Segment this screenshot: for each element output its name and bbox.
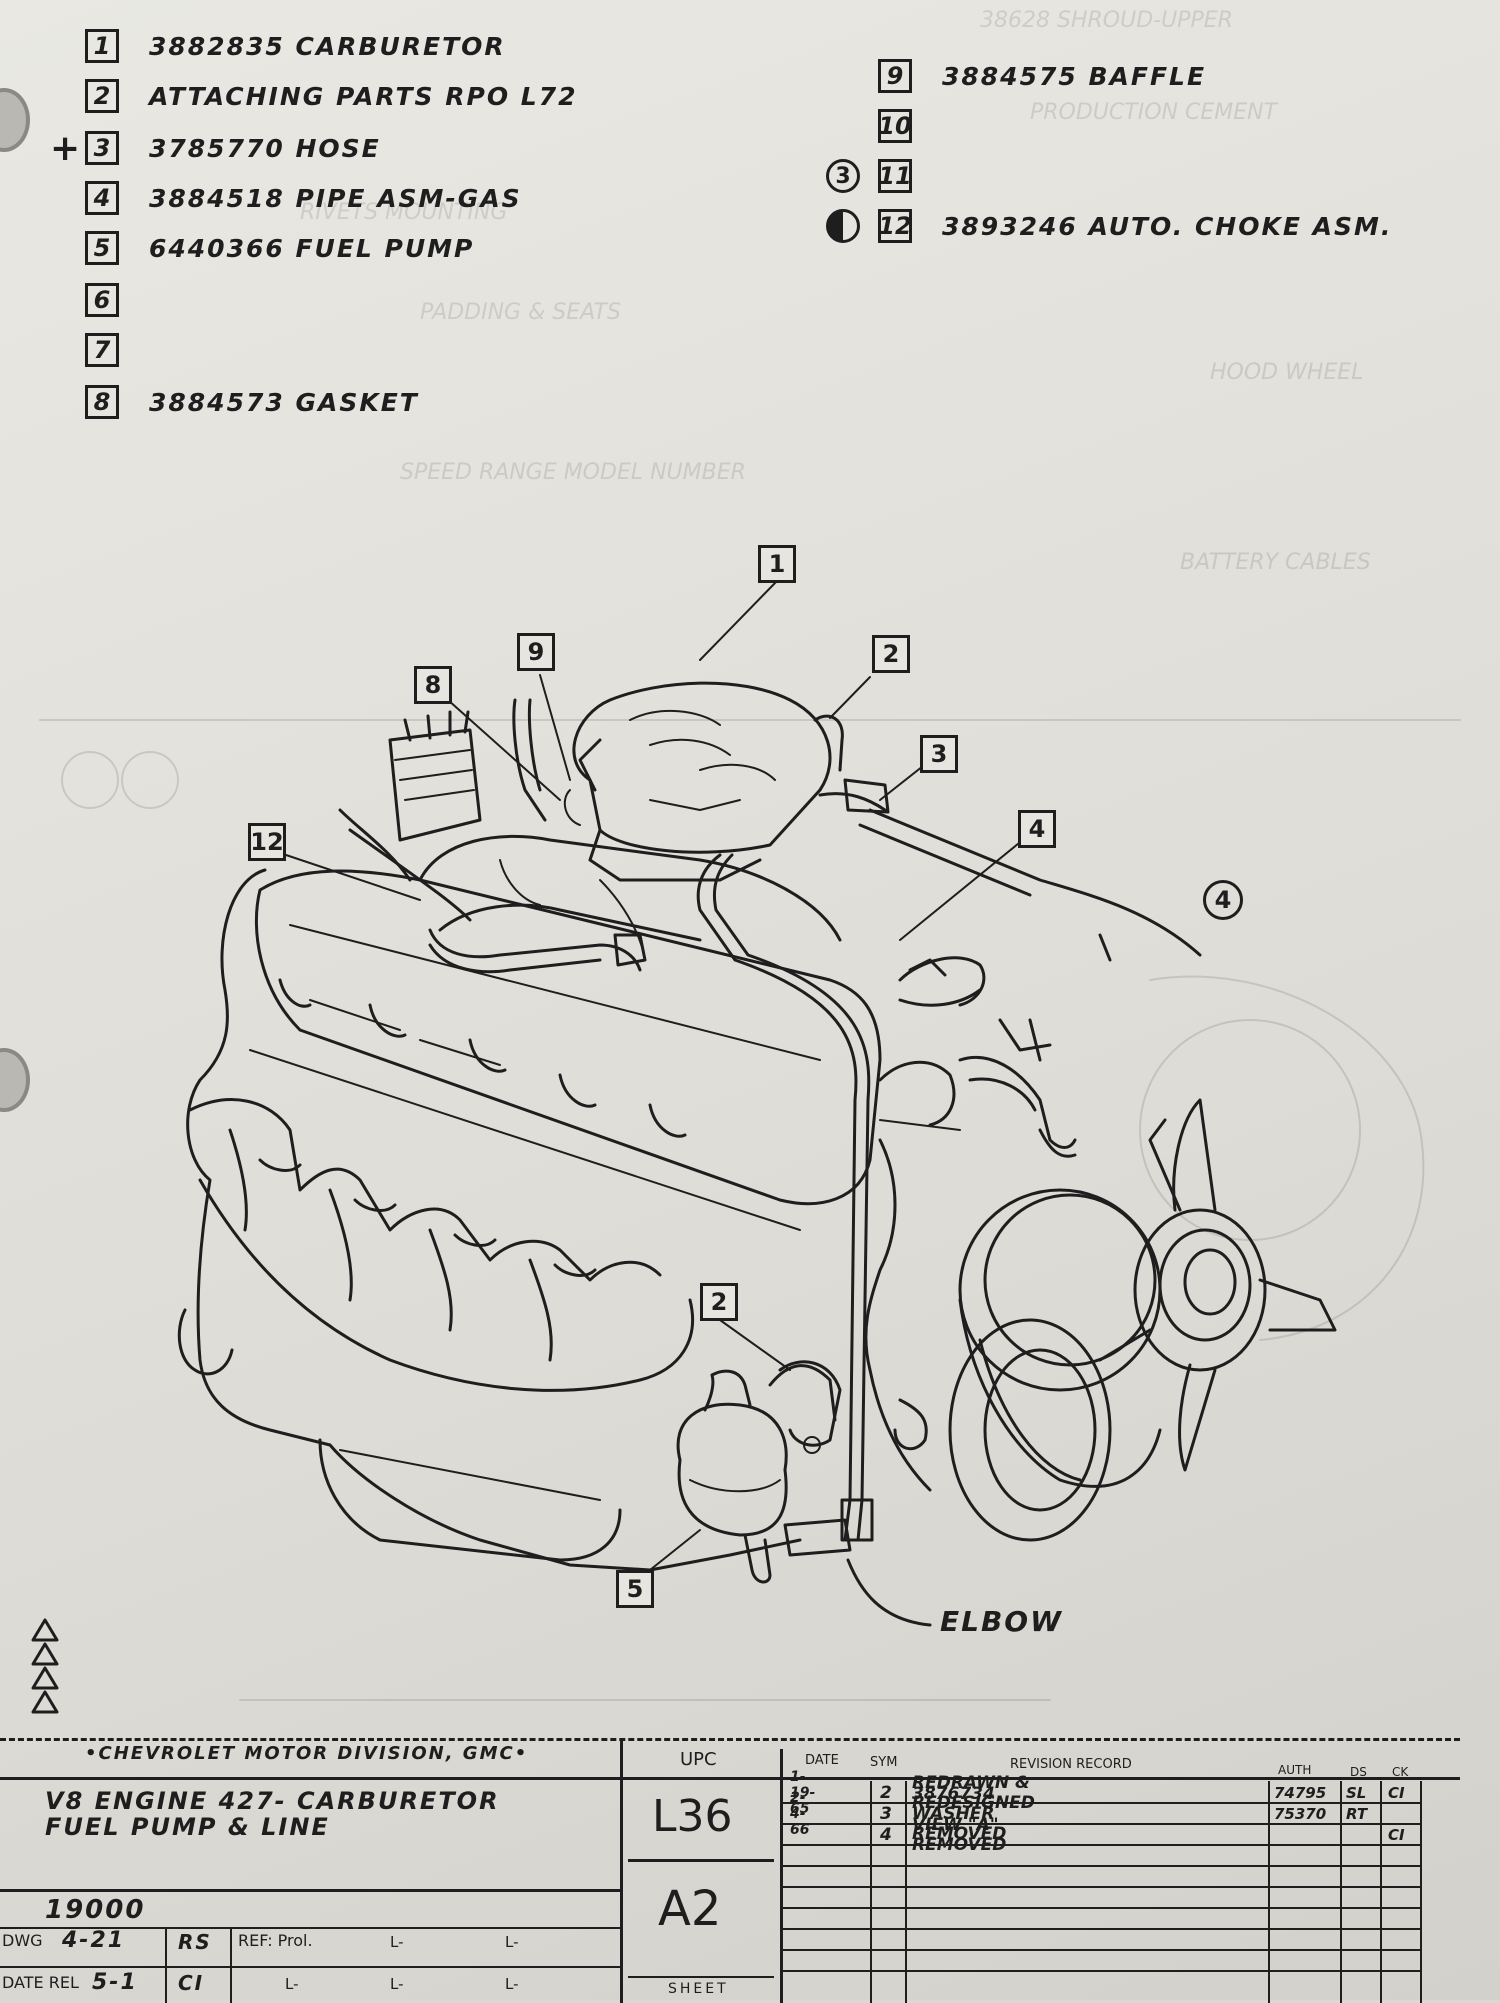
part-number-box: 4 <box>85 181 119 215</box>
rev-auth: 74795 <box>1274 1783 1327 1802</box>
rev-sym: 4 <box>880 1824 892 1845</box>
part-item-4: 4 3884518 PIPE ASM-GAS <box>85 176 522 220</box>
part-number-box: 5 <box>85 231 119 265</box>
upc-value: L36 <box>652 1791 733 1842</box>
ref-slot: L- <box>285 1975 299 1993</box>
title-block: •CHEVROLET MOTOR DIVISION, GMC• V8 ENGIN… <box>0 1738 1460 2003</box>
part-description: 3785770 HOSE <box>149 133 381 163</box>
part-description: 3893246 AUTO. CHOKE ASM. <box>942 211 1393 241</box>
callout-3: 3 <box>920 735 958 773</box>
drawn-by-initials: RS <box>178 1930 212 1954</box>
upc-label: UPC <box>680 1749 717 1770</box>
callout-9: 9 <box>517 633 555 671</box>
dwg-label: DWG <box>2 1931 43 1950</box>
callout-12: 12 <box>248 823 286 861</box>
part-item-9: 9 3884575 BAFFLE <box>878 54 1206 98</box>
callout-5: 5 <box>616 1570 654 1608</box>
rev-record: 3876734 WASHER REMOVED <box>912 1783 1007 1844</box>
company-name: •CHEVROLET MOTOR DIVISION, GMC• <box>85 1743 529 1764</box>
sheet-label: SHEET <box>668 1981 729 1997</box>
rev-header-ds: DS <box>1350 1765 1367 1779</box>
rev-header-record: REVISION RECORD <box>1010 1757 1132 1772</box>
callout-4: 4 <box>1018 810 1056 848</box>
drawing-title-line-1: V8 ENGINE 427- CARBURETOR <box>45 1787 500 1815</box>
rev-date: 1-19-65 <box>790 1768 816 1817</box>
part-item-1: 1 3882835 CARBURETOR <box>85 24 506 68</box>
part-item-10: 10 <box>878 104 942 148</box>
rev-header-ck: CK <box>1392 1765 1409 1779</box>
drawing-title-line-2: FUEL PUMP & LINE <box>45 1813 330 1841</box>
rev-ck: CI <box>1388 1825 1405 1844</box>
callout-circled-4: 4 <box>1203 880 1243 920</box>
ref-label: REF: Prol. <box>238 1931 313 1950</box>
ref-slot: L- <box>390 1975 404 1993</box>
elbow-label: ELBOW <box>940 1605 1063 1638</box>
part-number-box: 11 <box>878 159 912 193</box>
rev-record: REDRAWN & REDESIGNED <box>912 1772 1035 1813</box>
part-number-box: 9 <box>878 59 912 93</box>
part-number-box: 8 <box>85 385 119 419</box>
part-number-box: 12 <box>878 209 912 243</box>
part-number-box: 10 <box>878 109 912 143</box>
rev-ds: SL <box>1346 1783 1367 1802</box>
rev-ds: RT <box>1346 1804 1368 1823</box>
ref-slot: L- <box>505 1975 519 1993</box>
part-item-7: 7 <box>85 328 149 372</box>
rev-auth: 75370 <box>1274 1804 1327 1823</box>
part-number-box: 2 <box>85 79 119 113</box>
part-number-box: 1 <box>85 29 119 63</box>
part-description: 3884518 PIPE ASM-GAS <box>149 183 522 213</box>
added-part-mark: + <box>50 128 81 169</box>
part-description: ATTACHING PARTS RPO L72 <box>149 81 578 111</box>
half-circle-marker-icon <box>826 209 860 243</box>
part-item-3: 3 3785770 HOSE <box>85 126 381 170</box>
dwg-value: 4-21 <box>62 1928 126 1953</box>
rev-date: 2-4-66 <box>790 1789 810 1838</box>
group-number: 19000 <box>45 1895 146 1925</box>
part-description: 3884573 GASKET <box>149 387 419 417</box>
part-item-8: 8 3884573 GASKET <box>85 380 419 424</box>
date-rel-label: DATE REL <box>2 1973 79 1992</box>
part-item-2: 2 ATTACHING PARTS RPO L72 <box>85 74 578 118</box>
part-item-6: 6 <box>85 278 149 322</box>
rev-header-auth: AUTH <box>1278 1763 1312 1777</box>
part-item-12: 12 3893246 AUTO. CHOKE ASM. <box>878 204 1392 248</box>
rev-record: VIEW "A" REMOVED <box>912 1814 1007 1855</box>
part-description: 3882835 CARBURETOR <box>149 31 506 61</box>
part-number-box: 3 <box>85 131 119 165</box>
callout-2-lower: 2 <box>700 1283 738 1321</box>
sheet-code: A2 <box>658 1881 722 1937</box>
rev-header-date: DATE <box>805 1753 839 1768</box>
rev-header-sym: SYM <box>870 1755 898 1770</box>
callout-8: 8 <box>414 666 452 704</box>
callout-1: 1 <box>758 545 796 583</box>
rev-sym: 2 <box>880 1782 892 1803</box>
rev-sym: 3 <box>880 1803 892 1824</box>
callout-2: 2 <box>872 635 910 673</box>
part-description: 3884575 BAFFLE <box>942 61 1207 91</box>
part-number-box: 7 <box>85 333 119 367</box>
part-item-5: 5 6440366 FUEL PUMP <box>85 226 474 270</box>
ref-slot: L- <box>390 1933 404 1951</box>
checked-by-initials: CI <box>178 1971 205 1995</box>
part-number-box: 6 <box>85 283 119 317</box>
circled-marker: 3 <box>826 159 860 193</box>
rev-ck: CI <box>1388 1783 1405 1802</box>
date-rel-value: 5-1 <box>92 1970 138 1995</box>
part-description: 6440366 FUEL PUMP <box>149 233 475 263</box>
ref-slot: L- <box>505 1933 519 1951</box>
engine-diagram <box>31 581 1461 1714</box>
part-item-11: 11 <box>878 154 942 198</box>
